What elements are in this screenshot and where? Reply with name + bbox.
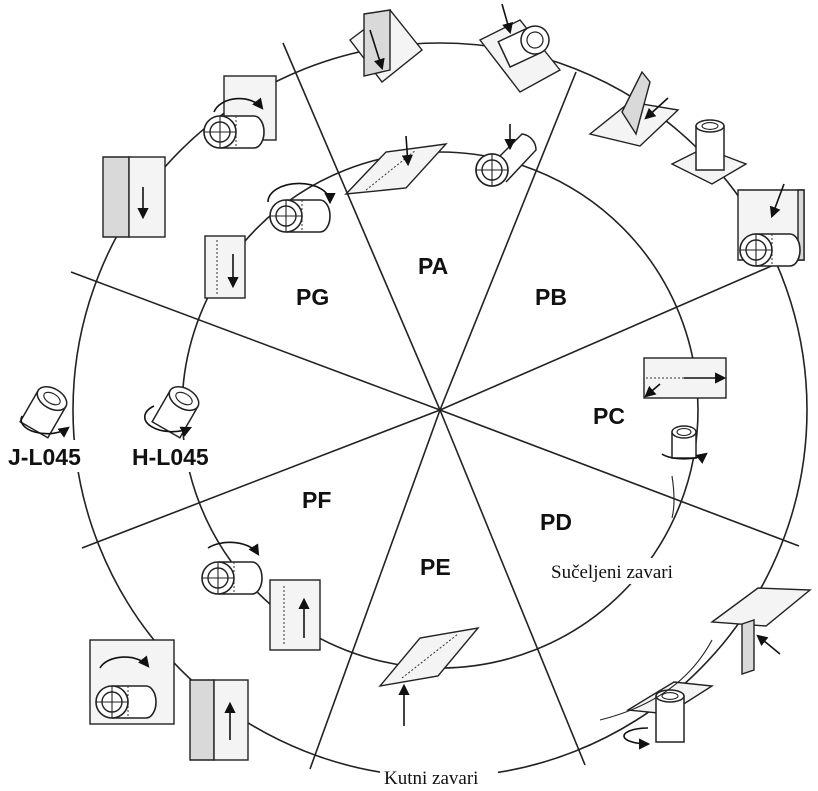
connector-arc-pc — [671, 475, 675, 519]
sector-dividers — [70, 42, 800, 770]
sector-label-pc: PC — [593, 403, 625, 429]
pipe-on-flange-icon-pb-outer — [670, 119, 748, 185]
overhead-plate-icon-pe-inner — [378, 626, 480, 726]
connector-arc-pd — [599, 639, 713, 721]
label-j-l045: J-L045 — [8, 444, 81, 470]
pipe-rotate-icon-pg-outer — [204, 75, 277, 148]
t-joint-icon-pb-outer — [588, 70, 680, 147]
fillet-plate-icon-pa-outer — [349, 9, 423, 83]
sector-label-pf: PF — [302, 487, 331, 513]
pipe-icon-pa-inner — [475, 124, 537, 187]
sector-label-pe: PE — [420, 554, 451, 580]
pipe-inclined-icon-h-l045 — [144, 385, 200, 439]
sector-label-pa: PA — [418, 253, 448, 279]
t-joint-overhead-icon-pd-outer — [710, 587, 812, 675]
horizontal-plate-icon-pc — [643, 357, 727, 399]
pipe-wall-icon-pf-outer — [89, 639, 175, 725]
pipe-rotate-icon-pf-inner — [202, 541, 262, 594]
vertical-plate-icon-pf-outer — [189, 679, 249, 761]
caption-butt-welds: Sučeljeni zavari — [551, 562, 673, 583]
vertical-plate-icon-pg-outer — [102, 156, 166, 238]
pipe-wall-icon-pb-outer — [737, 183, 805, 266]
label-h-l045: H-L045 — [132, 444, 209, 470]
vertical-plate-icon-pg-inner — [204, 235, 246, 299]
flat-plate-icon-pa-inner — [344, 135, 448, 195]
sector-label-pb: PB — [535, 284, 567, 310]
pipe-on-plate-icon-pb-outer — [478, 3, 562, 93]
sector-label-pg: PG — [296, 284, 329, 310]
caption-fillet-welds: Kutni zavari — [384, 768, 478, 789]
vertical-pipe-icon-pc — [661, 425, 708, 464]
vertical-plate-icon-pf-inner — [269, 579, 321, 651]
sector-label-pd: PD — [540, 509, 572, 535]
pipe-overhead-icon-pe-outer — [623, 681, 715, 750]
pipe-rotate-icon-pg-inner — [267, 182, 336, 232]
pipe-inclined-icon-j-l045 — [19, 385, 70, 439]
